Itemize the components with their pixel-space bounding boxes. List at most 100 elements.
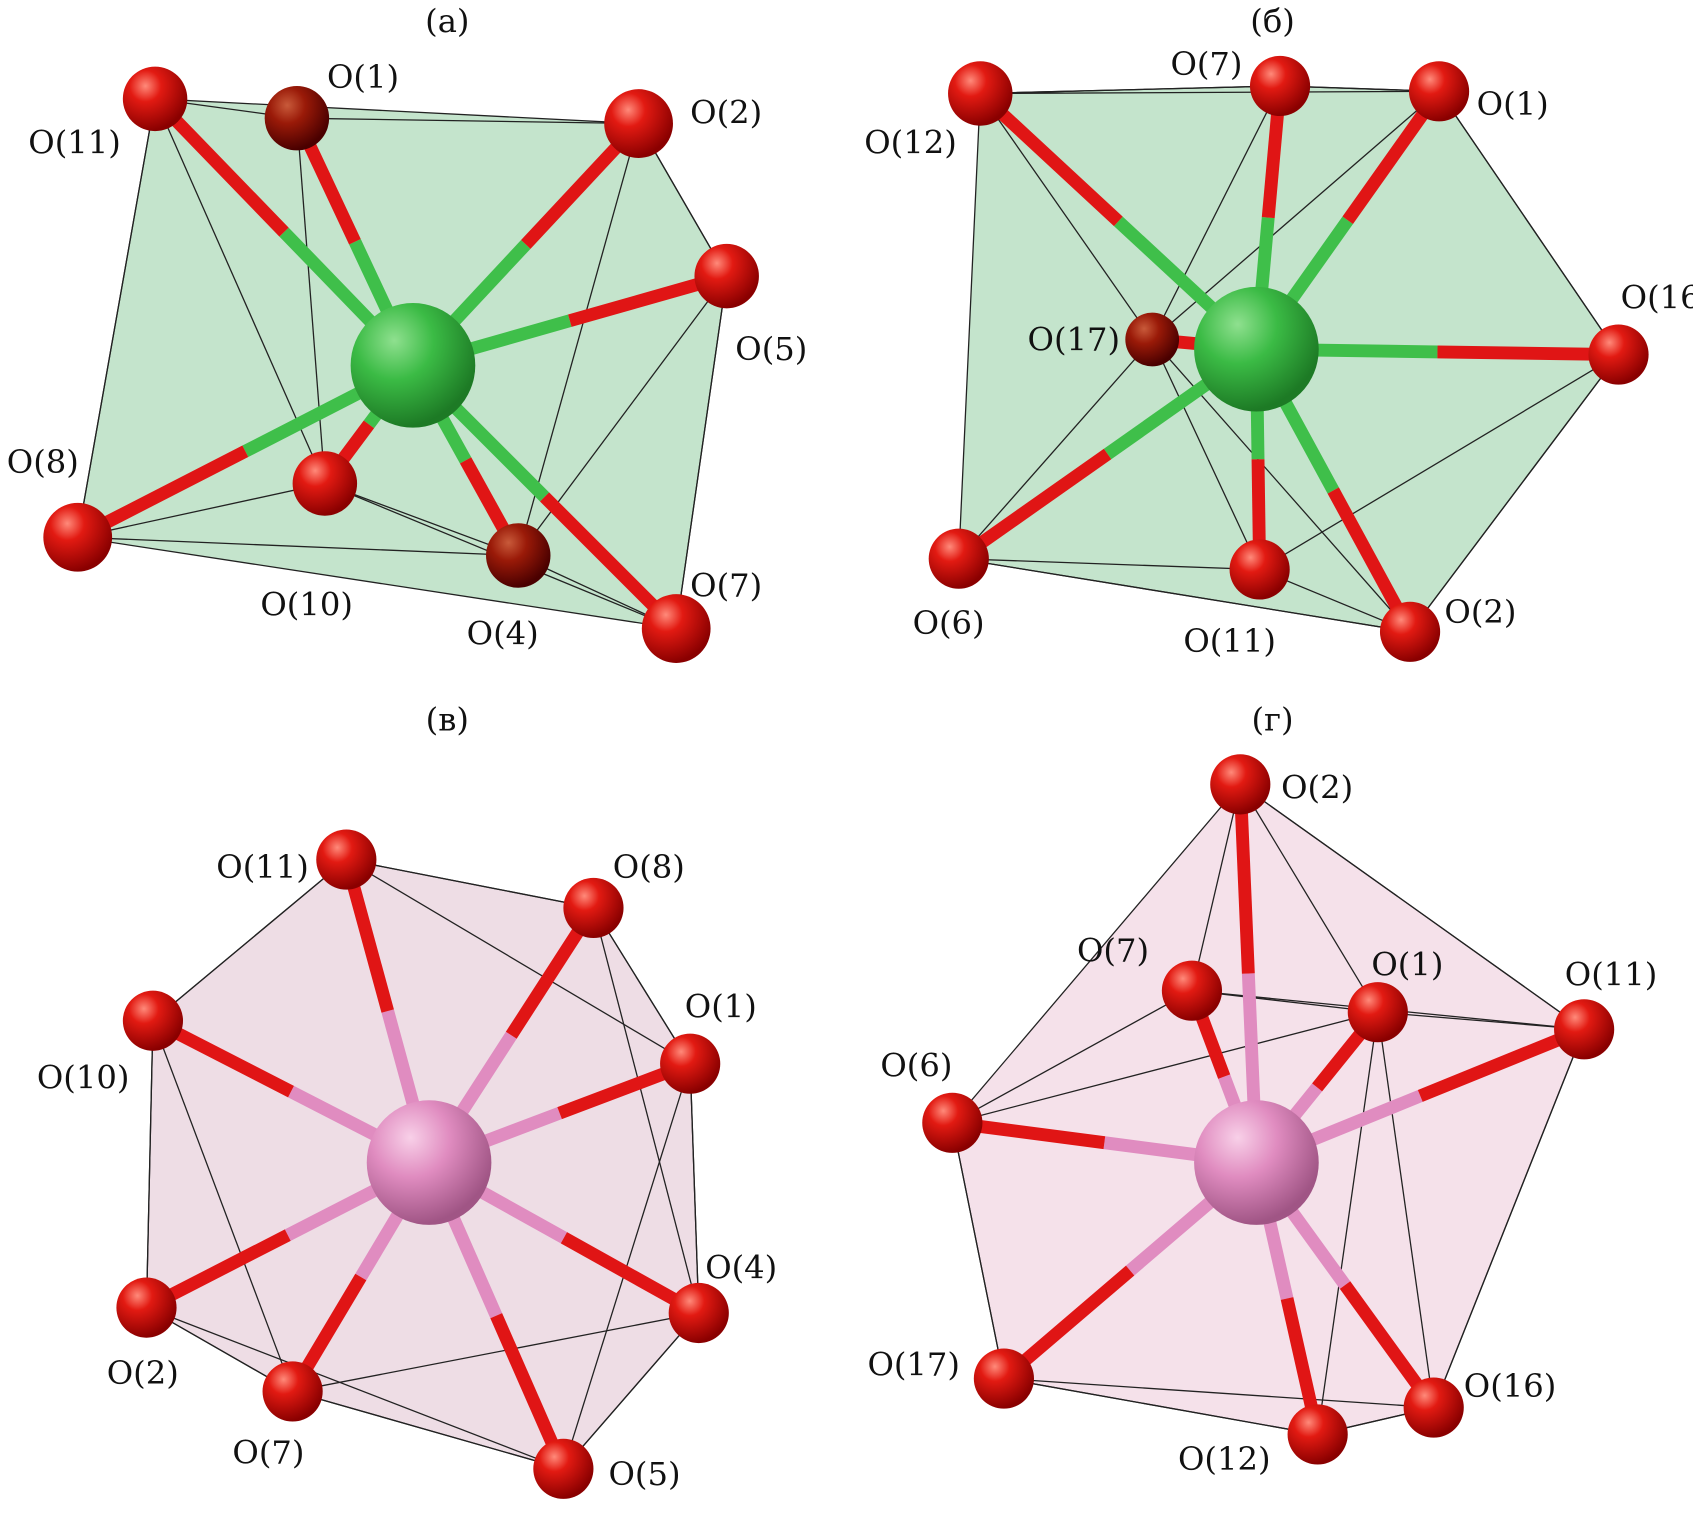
polyhedron-edge [592,907,691,1065]
panel-title: (в) [426,701,469,739]
polyhedron-edge [689,1063,700,1314]
atom-label: O(5) [609,1455,681,1493]
polyhedron-edge [1151,339,1261,570]
polyhedron-edge [145,1020,154,1308]
oxygen-atom [264,85,330,151]
central-metal-atom [350,303,476,428]
polyhedron-edge [296,117,639,125]
oxygen-atom [486,523,551,588]
polyhedron-edge [152,1020,294,1392]
bond-oxygen-half [1233,784,1255,974]
oxygen-atom [1210,754,1271,815]
polyhedron-edge [346,858,594,909]
atom-label: O(5) [735,330,807,368]
oxygen-atom [1403,1377,1464,1438]
polyhedron-edge [77,536,519,557]
atom-label: O(2) [1444,593,1516,631]
polyhedron-edge [1433,1029,1585,1408]
atom-label: O(12) [864,124,957,162]
oxygen-atom [922,1092,983,1153]
panel-title: (а) [425,2,469,40]
oxygen-atom [660,1033,721,1094]
atom-label: O(11) [1565,955,1658,993]
polyhedron-edge [152,859,347,1022]
polyhedron-edge [980,85,1281,95]
polyhedron-edge [324,482,519,557]
polyhedron-edge [958,558,1260,571]
oxygen-atom [928,528,989,589]
polyhedron-edge [346,859,691,1065]
polyhedron-edge [952,990,1193,1124]
oxygen-atom [533,1438,594,1499]
polyhedron-edge [951,1122,1005,1379]
polyhedron-edge [979,93,1153,340]
oxygen-atom [1125,312,1180,367]
panel-v: (в)O(11)O(8)O(1)O(4)O(5)O(7)O(2)O(10) [37,701,777,1499]
polyhedron-edge [77,482,325,538]
polyhedron-edge [958,339,1153,560]
polyhedron-edge [1409,354,1620,633]
polyhedron-edge [1003,1377,1318,1436]
polyhedron-edge [1317,1012,1379,1435]
panel-b: (б)O(12)O(7)O(1)O(16)O(17)O(6)O(11)O(2) [864,2,1693,662]
atom-label: O(2) [107,1354,179,1392]
polyhedron-edge [1438,90,1620,355]
panel-title: (б) [1250,2,1295,40]
polyhedron-edge [675,276,728,629]
polyhedron-edge [1377,1012,1435,1408]
oxygen-atom [292,451,358,516]
polyhedron-edge [1191,784,1241,991]
oxygen-atom [116,1277,177,1338]
atom-label: O(4) [467,615,539,653]
polyhedron-edge [958,558,1411,633]
atom-label: O(6) [880,1047,952,1085]
polyhedron-edge [980,90,1440,95]
polyhedron-edge [292,1390,564,1470]
atom-label: O(11) [216,848,309,886]
oxygen-atom [1379,601,1441,662]
oxygen-atom [316,829,377,890]
oxygen-atom [262,1361,323,1422]
atom-label: O(2) [690,94,762,132]
atom-label: O(7) [690,566,762,604]
atom-label: O(7) [232,1433,304,1471]
oxygen-atom [1161,960,1223,1021]
atom-label: O(16) [1464,1367,1557,1405]
atom-label: O(8) [7,443,79,481]
oxygen-atom [948,61,1013,126]
central-metal-atom [366,1100,492,1225]
atom-label: O(8) [613,848,685,886]
oxygen-atom [1249,55,1311,117]
atom-label: O(1) [1371,946,1443,984]
polyhedron-edge [592,907,700,1314]
oxygen-atom [1554,999,1615,1060]
oxygen-atom [1408,61,1470,122]
oxygen-atom [1287,1404,1348,1465]
atom-label: O(2) [1281,768,1353,806]
atom-label: O(11) [28,124,121,162]
atom-label: O(17) [1028,320,1121,358]
atom-label: O(11) [1183,622,1276,660]
oxygen-atom [1347,982,1408,1043]
oxygen-atom [973,1348,1034,1409]
polyhedron-edge [292,1312,699,1393]
atom-label: O(4) [705,1249,777,1287]
atom-label: O(16) [1621,278,1693,316]
oxygen-atom [1229,539,1290,600]
oxygen-atom [122,66,188,132]
oxygen-atom [43,502,113,572]
oxygen-atom [668,1282,729,1344]
polyhedron-edge [562,1312,700,1470]
polyhedron-edge [1239,783,1585,1030]
oxygen-atom [641,594,711,663]
atom-label: O(1) [685,988,757,1026]
polyhedron-edge [296,118,326,484]
atom-label: O(6) [913,604,985,642]
atom-label: O(10) [260,586,353,624]
central-metal-atom [1194,1100,1319,1225]
bond-oxygen-half [955,448,1112,564]
atom-label: O(7) [1170,45,1242,83]
atom-label: O(12) [1178,1440,1271,1478]
atom-label: O(7) [1077,932,1149,970]
